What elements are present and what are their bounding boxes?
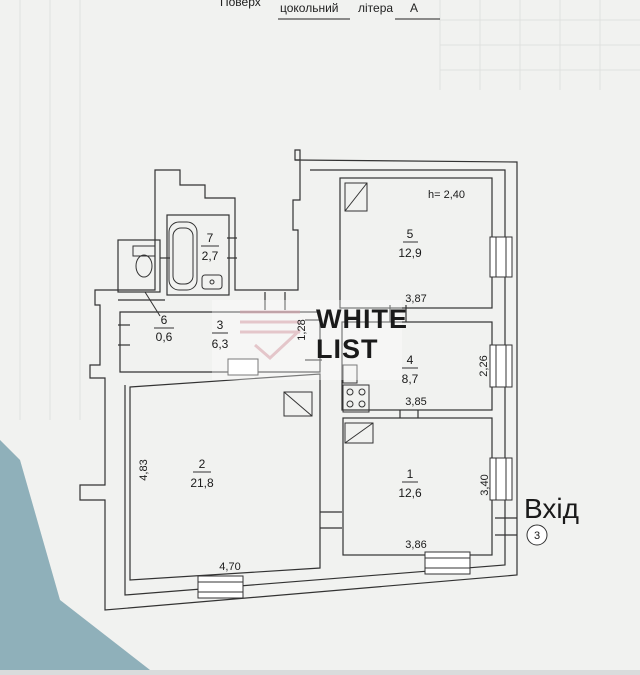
room-1-number: 1 [407, 467, 414, 481]
header-letter-value: А [410, 1, 419, 15]
entrance-number: 3 [534, 530, 540, 542]
dim-room4-width: 3,85 [405, 396, 426, 408]
header-floor-value: цокольний [280, 1, 339, 15]
dim-room4-height: 2,26 [478, 355, 490, 376]
header-floor-label: Поверх [220, 0, 261, 9]
watermark-line1: WHITE [316, 304, 408, 334]
room-7-area: 2,7 [202, 249, 219, 263]
room-labels [154, 241, 418, 483]
room-3-area: 6,3 [212, 337, 229, 351]
room-4-area: 8,7 [402, 372, 419, 386]
sink-icon [201, 274, 223, 290]
heater-icon-room5 [344, 182, 368, 212]
table-shadow [0, 440, 150, 670]
heater-icon-room1 [344, 422, 374, 444]
watermark-line2: LIST [316, 334, 379, 364]
stove-icon [342, 384, 370, 413]
dim-room2-width: 4,70 [219, 561, 240, 573]
entrance-label: Вхід [524, 493, 579, 524]
kitchen-sink-icon [342, 364, 358, 384]
room-2-number: 2 [199, 457, 206, 471]
door-marks [118, 237, 517, 536]
dim-room1-width: 3,86 [405, 539, 426, 551]
paper-form-lines [19, 0, 640, 420]
room-5-number: 5 [407, 227, 414, 241]
room-1-area: 12,6 [398, 486, 422, 500]
windows [197, 236, 513, 599]
dim-room3-height: 1,28 [296, 319, 308, 340]
room-3-number: 3 [217, 318, 224, 332]
heater-icon-room2 [283, 391, 313, 417]
room-6-number: 6 [161, 313, 168, 327]
dim-room1-height: 3,40 [479, 474, 491, 495]
fixtures [132, 182, 374, 444]
watermark: WHITE LIST [212, 300, 408, 380]
room-2-area: 21,8 [190, 476, 214, 490]
dim-room2-height: 4,83 [138, 459, 150, 480]
dim-room5-width: 3,87 [405, 293, 426, 305]
toilet-icon [132, 245, 156, 278]
ceiling-height: h= 2,40 [428, 189, 465, 201]
room-5-area: 12,9 [398, 246, 422, 260]
room-7-number: 7 [207, 231, 214, 245]
room-6-area: 0,6 [156, 330, 173, 344]
header-letter-label: літера [358, 1, 394, 15]
bathtub-icon [168, 221, 198, 291]
entrance-marker [526, 524, 548, 546]
room-4-number: 4 [407, 353, 414, 367]
